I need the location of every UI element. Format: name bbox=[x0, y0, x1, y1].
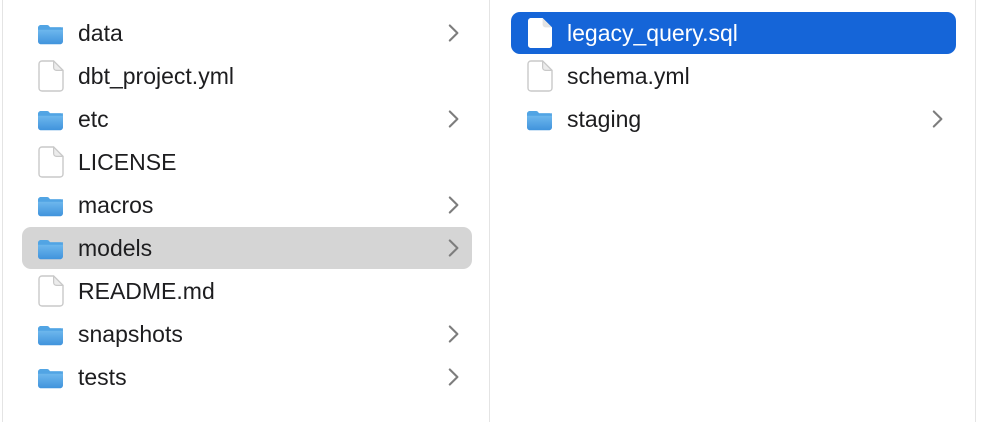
folder-row[interactable]: tests bbox=[22, 356, 472, 398]
item-label: data bbox=[78, 19, 123, 46]
folder-row[interactable]: staging bbox=[511, 98, 956, 140]
item-label: LICENSE bbox=[78, 148, 177, 175]
file-icon bbox=[37, 275, 64, 307]
item-label: etc bbox=[78, 105, 109, 132]
item-label: README.md bbox=[78, 277, 215, 304]
folder-icon bbox=[37, 318, 64, 350]
file-icon bbox=[37, 60, 64, 92]
file-row[interactable]: schema.yml bbox=[511, 55, 956, 97]
folder-row[interactable]: macros bbox=[22, 184, 472, 226]
file-row[interactable]: LICENSE bbox=[22, 141, 472, 183]
file-row[interactable]: README.md bbox=[22, 270, 472, 312]
chevron-right-icon bbox=[447, 366, 460, 388]
file-icon bbox=[526, 60, 553, 92]
file-row[interactable]: dbt_project.yml bbox=[22, 55, 472, 97]
item-label: schema.yml bbox=[567, 62, 690, 89]
file-row[interactable]: legacy_query.sql bbox=[511, 12, 956, 54]
item-label: macros bbox=[78, 191, 154, 218]
folder-icon bbox=[37, 103, 64, 135]
column-models-contents: legacy_query.sql schema.yml staging bbox=[490, 0, 976, 422]
item-label: staging bbox=[567, 105, 642, 132]
chevron-right-icon bbox=[447, 323, 460, 345]
file-icon bbox=[37, 146, 64, 178]
folder-row[interactable]: etc bbox=[22, 98, 472, 140]
chevron-right-icon bbox=[931, 108, 944, 130]
item-label: models bbox=[78, 234, 153, 261]
chevron-right-icon bbox=[447, 22, 460, 44]
chevron-right-icon bbox=[447, 237, 460, 259]
item-label: legacy_query.sql bbox=[567, 19, 738, 46]
chevron-right-icon bbox=[447, 194, 460, 216]
folder-icon bbox=[37, 361, 64, 393]
item-label: snapshots bbox=[78, 320, 183, 347]
folder-row[interactable]: data bbox=[22, 12, 472, 54]
chevron-right-icon bbox=[447, 108, 460, 130]
file-icon bbox=[526, 17, 553, 49]
folder-icon bbox=[526, 103, 553, 135]
item-label: dbt_project.yml bbox=[78, 62, 234, 89]
folder-icon bbox=[37, 189, 64, 221]
folder-icon bbox=[37, 17, 64, 49]
folder-row[interactable]: snapshots bbox=[22, 313, 472, 355]
folder-row[interactable]: models bbox=[22, 227, 472, 269]
item-label: tests bbox=[78, 363, 127, 390]
folder-icon bbox=[37, 232, 64, 264]
